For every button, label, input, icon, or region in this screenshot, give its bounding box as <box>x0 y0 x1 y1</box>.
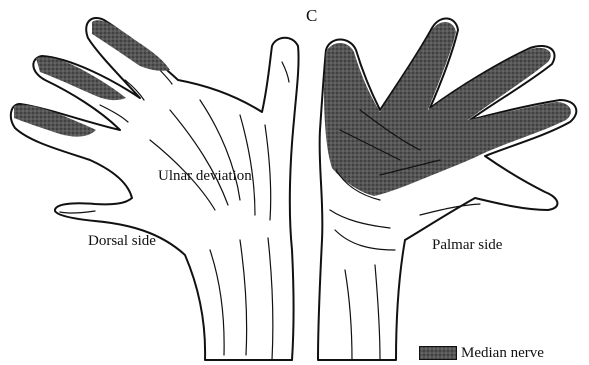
legend-label: Median nerve <box>461 345 544 362</box>
left-hand-dorsal <box>11 18 299 360</box>
legend: Median nerve <box>419 344 544 362</box>
legend-swatch <box>419 346 457 360</box>
right-hand-palmar <box>318 18 576 360</box>
dorsal-side-label: Dorsal side <box>88 233 156 250</box>
palmar-side-label: Palmar side <box>432 237 502 254</box>
ulnar-deviation-label: Ulnar deviation <box>158 168 252 185</box>
panel-letter: C <box>306 6 317 25</box>
